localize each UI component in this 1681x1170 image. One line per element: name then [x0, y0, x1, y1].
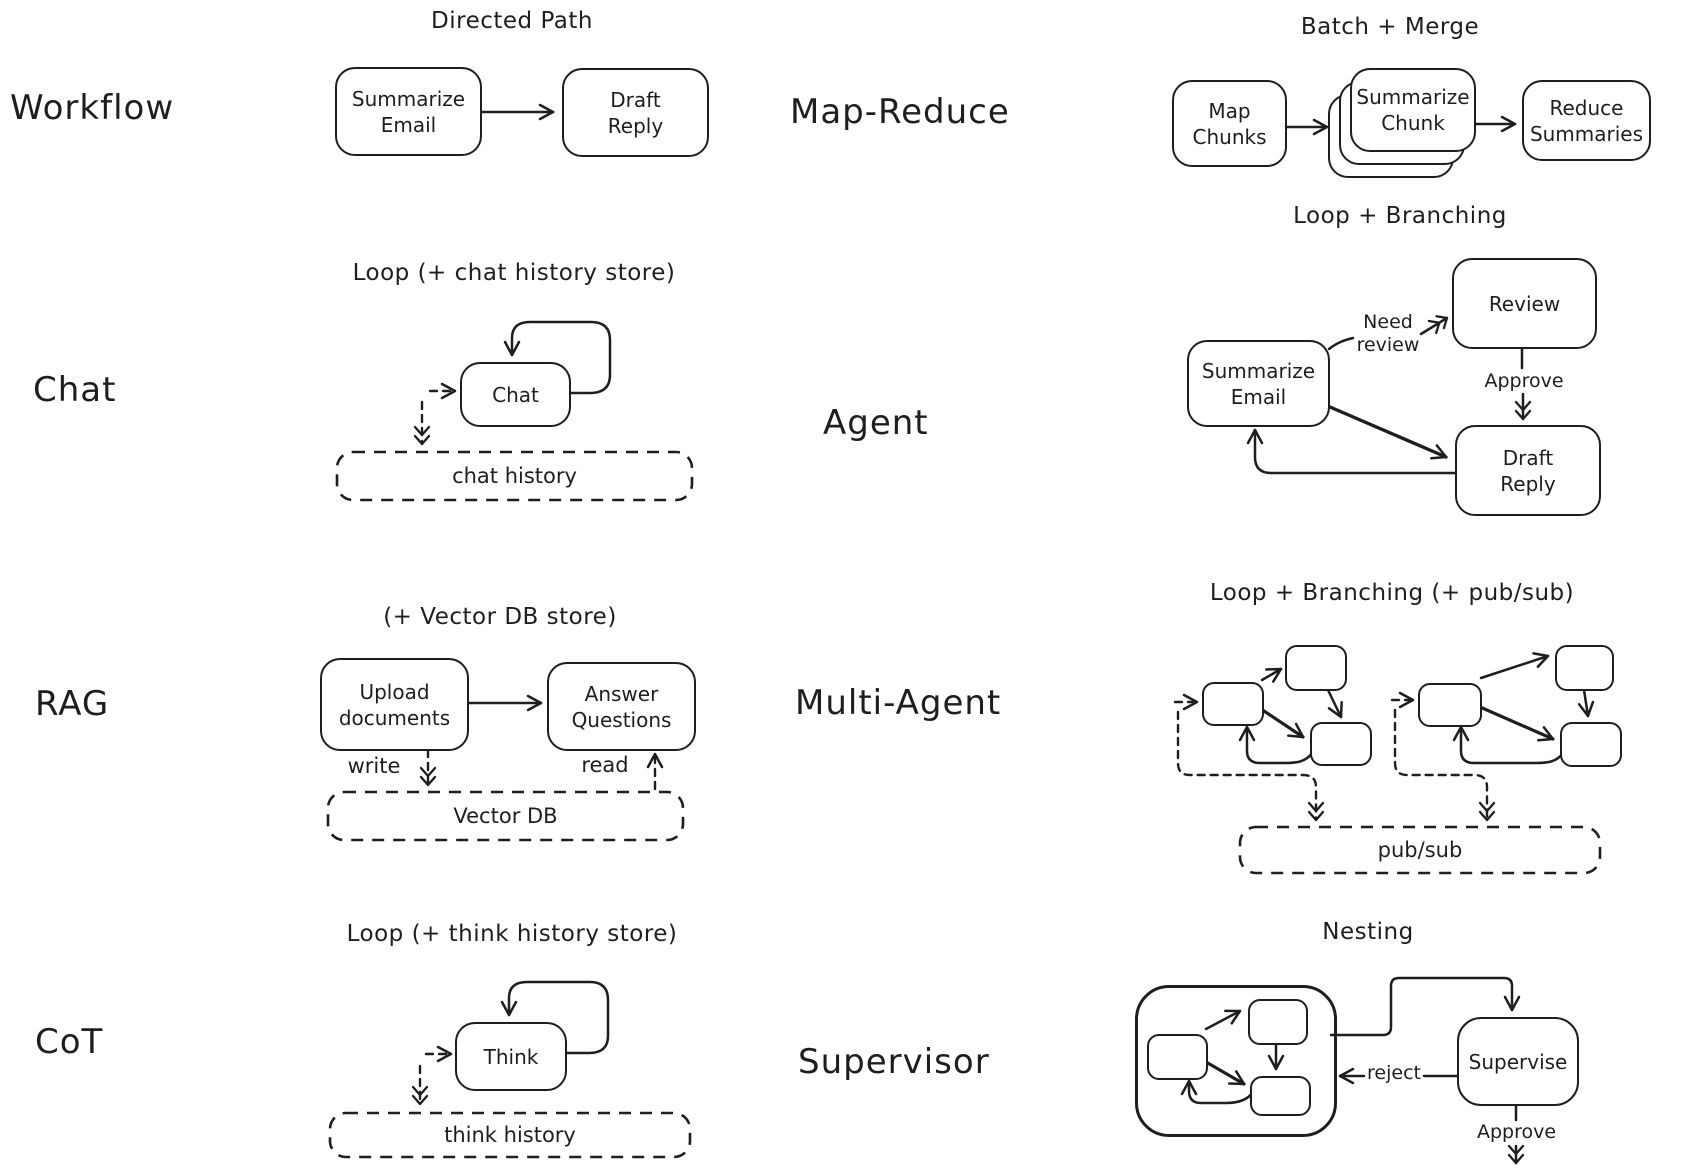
- ma1-thick-arrow: [1259, 707, 1305, 739]
- cot-title: Loop (+ think history store): [346, 921, 678, 947]
- agent-draft-arrow: [1328, 405, 1448, 460]
- agent-label: Agent: [823, 403, 929, 443]
- multiagent-label: Multi-Agent: [795, 683, 1002, 723]
- rag-title: (+ Vector DB store): [383, 604, 617, 630]
- ma1-left-top-arrow: [1260, 667, 1283, 683]
- agent-review-node: Review: [1452, 258, 1597, 349]
- sv-top-node: [1248, 999, 1308, 1045]
- ma2-top-node: [1555, 645, 1614, 691]
- cot-loop-arrow: [500, 980, 610, 1055]
- mapreduce-reduce-summaries-node: Reduce Summaries: [1522, 80, 1651, 161]
- ma1-loopback-arrow: [1238, 725, 1314, 765]
- chat-history-store-box: [335, 450, 694, 502]
- rag-write-edge-label: write: [347, 754, 401, 778]
- ma2-loopback-arrow: [1452, 725, 1565, 765]
- agent-loopback-arrow: [1246, 428, 1457, 475]
- ma2-thick-arrow: [1478, 705, 1555, 742]
- supervisor-reject-edge-label: reject: [1367, 1062, 1421, 1084]
- supervisor-label: Supervisor: [798, 1042, 990, 1082]
- pubsub-store-label: pub/sub: [1377, 838, 1463, 862]
- supervisor-approve-edge-label: Approve: [1476, 1121, 1557, 1143]
- sv-left-top-arrow: [1204, 1009, 1242, 1031]
- workflow-summarize-email-node: Summarize Email: [335, 67, 482, 156]
- ma2-bottom-node: [1560, 722, 1622, 767]
- agent-draft-reply-node: Draft Reply: [1455, 425, 1601, 516]
- chat-title: Loop (+ chat history store): [352, 260, 676, 286]
- agent-summarize-email-node: Summarize Email: [1187, 340, 1330, 427]
- cot-think-node: Think: [455, 1022, 567, 1091]
- vector-db-store-box: [326, 790, 685, 842]
- rag-label: RAG: [35, 684, 110, 724]
- sv-connector-arrow: [1329, 976, 1521, 1037]
- cot-label: CoT: [35, 1022, 104, 1062]
- sv-thick-arrow: [1204, 1060, 1246, 1086]
- mapreduce-label: Map-Reduce: [790, 92, 1010, 132]
- chat-history-store-label: chat history: [452, 464, 577, 488]
- rag-read-edge-label: read: [581, 753, 629, 777]
- rag-upload-documents-node: Upload documents: [320, 658, 469, 751]
- sv-left-node: [1147, 1034, 1208, 1080]
- supervisor-supervise-node: Supervise: [1457, 1017, 1579, 1106]
- agent-need-review-arrow: [1419, 315, 1449, 336]
- agent-title: Loop + Branching: [1293, 203, 1507, 229]
- mapreduce-map-chunks-node: Map Chunks: [1172, 80, 1287, 167]
- workflow-title: Directed Path: [431, 8, 593, 34]
- rag-answer-questions-node: Answer Questions: [547, 662, 696, 751]
- think-history-store-label: think history: [444, 1123, 576, 1147]
- multiagent-title: Loop + Branching (+ pub/sub): [1209, 580, 1575, 606]
- ma1-pubsub-dashed-arrow: [1176, 710, 1325, 822]
- ma2-top-bottom-arrow: [1577, 688, 1595, 718]
- ma2-left-node: [1418, 683, 1482, 727]
- chat-label: Chat: [33, 370, 117, 410]
- vector-db-store-label: Vector DB: [453, 804, 558, 828]
- supervisor-nested-container: [1135, 985, 1337, 1137]
- ma1-bottom-node: [1310, 722, 1372, 766]
- ma2-left-top-arrow: [1479, 652, 1550, 680]
- mapreduce-title: Batch + Merge: [1300, 14, 1480, 40]
- chat-node: Chat: [460, 362, 571, 427]
- sv-bottom-node: [1250, 1076, 1311, 1116]
- agent-need-review-tick: [1327, 336, 1355, 351]
- mapreduce-summarize-chunk-node: Summarize Chunk: [1350, 68, 1476, 152]
- ma1-top-bottom-arrow: [1326, 688, 1343, 719]
- pubsub-store-box: [1238, 825, 1602, 875]
- agent-approve-edge-label: Approve: [1484, 370, 1564, 392]
- supervisor-title: Nesting: [1322, 919, 1414, 945]
- ma2-pubsub-dashed-arrow: [1393, 708, 1496, 822]
- ma1-left-node: [1202, 682, 1264, 726]
- agent-need-review-edge-label: Need review: [1356, 311, 1420, 356]
- workflow-draft-reply-node: Draft Reply: [562, 68, 709, 157]
- think-history-store-box: [328, 1111, 692, 1159]
- ma1-top-node: [1285, 645, 1347, 691]
- sv-loopback-arrow: [1180, 1079, 1255, 1105]
- workflow-label: Workflow: [10, 88, 175, 128]
- chat-loop-arrow: [503, 320, 612, 395]
